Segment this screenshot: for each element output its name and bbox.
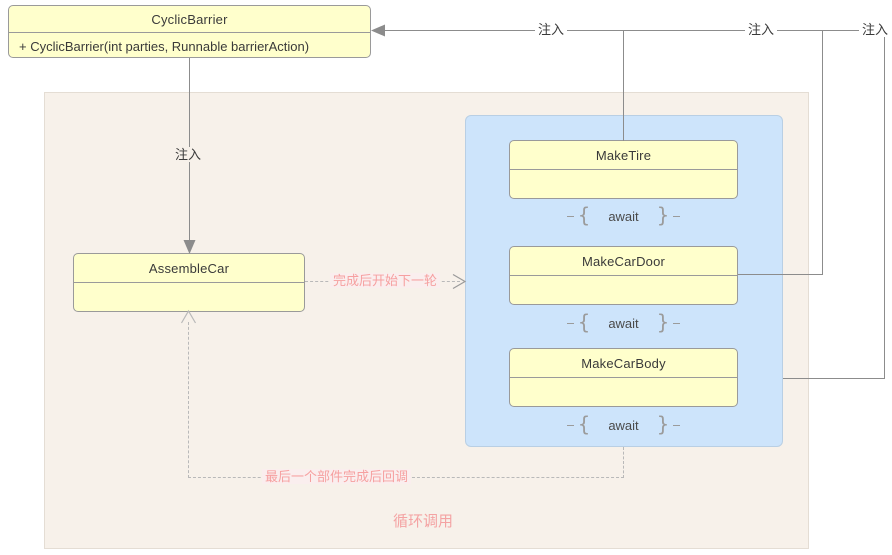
class-assemble-car[interactable]: AssembleCar <box>73 253 305 312</box>
edge-inject-body-hline-top <box>822 30 885 31</box>
class-make-car-body-member <box>510 378 737 406</box>
class-assemble-car-title: AssembleCar <box>148 260 230 276</box>
class-make-car-door[interactable]: MakeCarDoor <box>509 246 738 305</box>
await-label: await <box>608 208 639 224</box>
class-make-tire-title: MakeTire <box>595 147 652 163</box>
await-note-make-car-body: { await } <box>552 414 695 435</box>
await-label: await <box>608 417 639 433</box>
edge-inject-tire-vline <box>623 30 624 141</box>
edge-label-inject-body: 注入 <box>859 22 892 37</box>
class-cyclic-barrier[interactable]: CyclicBarrier + CyclicBarrier(int partie… <box>8 5 371 58</box>
edge-inject-door-vline <box>822 30 823 275</box>
class-cyclic-barrier-title: CyclicBarrier <box>151 11 228 27</box>
class-make-car-door-title: MakeCarDoor <box>581 253 666 269</box>
edge-label-inject-tire: 注入 <box>535 22 568 37</box>
class-separator <box>510 377 737 378</box>
note-dash-left <box>566 322 574 324</box>
note-dash-right <box>673 424 681 426</box>
await-label: await <box>608 315 639 331</box>
class-make-tire[interactable]: MakeTire <box>509 140 738 199</box>
note-dash-left <box>566 215 574 217</box>
class-make-car-body[interactable]: MakeCarBody <box>509 348 738 407</box>
edge-inject-door-hline-top <box>623 30 823 31</box>
class-separator <box>510 275 737 276</box>
class-make-car-door-member <box>510 276 737 304</box>
edge-callback-vline-left <box>188 322 189 478</box>
class-make-car-body-title: MakeCarBody <box>581 355 666 371</box>
edge-label-inject-door: 注入 <box>745 22 778 37</box>
class-cyclic-barrier-member: + CyclicBarrier(int parties, Runnable ba… <box>19 38 310 54</box>
edge-inject-tire-hline <box>378 30 623 31</box>
class-separator <box>74 282 304 283</box>
arrowhead-callback <box>180 309 197 324</box>
loop-group-caption: 循环调用 <box>392 513 453 530</box>
edge-inject-door-hline-right <box>738 274 823 275</box>
arrowhead-next-round <box>452 273 467 290</box>
note-dash-left <box>566 424 574 426</box>
class-separator <box>510 169 737 170</box>
arrowhead-inject-tire <box>371 24 385 37</box>
await-note-make-tire: { await } <box>552 205 695 226</box>
class-make-tire-member <box>510 170 737 198</box>
note-dash-right <box>673 215 681 217</box>
edge-label-next-round: 完成后开始下一轮 <box>330 273 441 288</box>
edge-inject-body-hline-right <box>783 378 885 379</box>
arrowhead-inject-assemble <box>183 240 196 254</box>
edge-callback-vline-right <box>623 447 624 478</box>
edge-label-callback: 最后一个部件完成后回调 <box>262 469 412 484</box>
class-assemble-car-member <box>74 283 304 311</box>
note-dash-right <box>673 322 681 324</box>
edge-label-inject-assemble: 注入 <box>172 147 205 162</box>
edge-inject-body-vline <box>884 30 885 379</box>
class-separator <box>9 32 370 33</box>
await-note-make-car-door: { await } <box>552 312 695 333</box>
